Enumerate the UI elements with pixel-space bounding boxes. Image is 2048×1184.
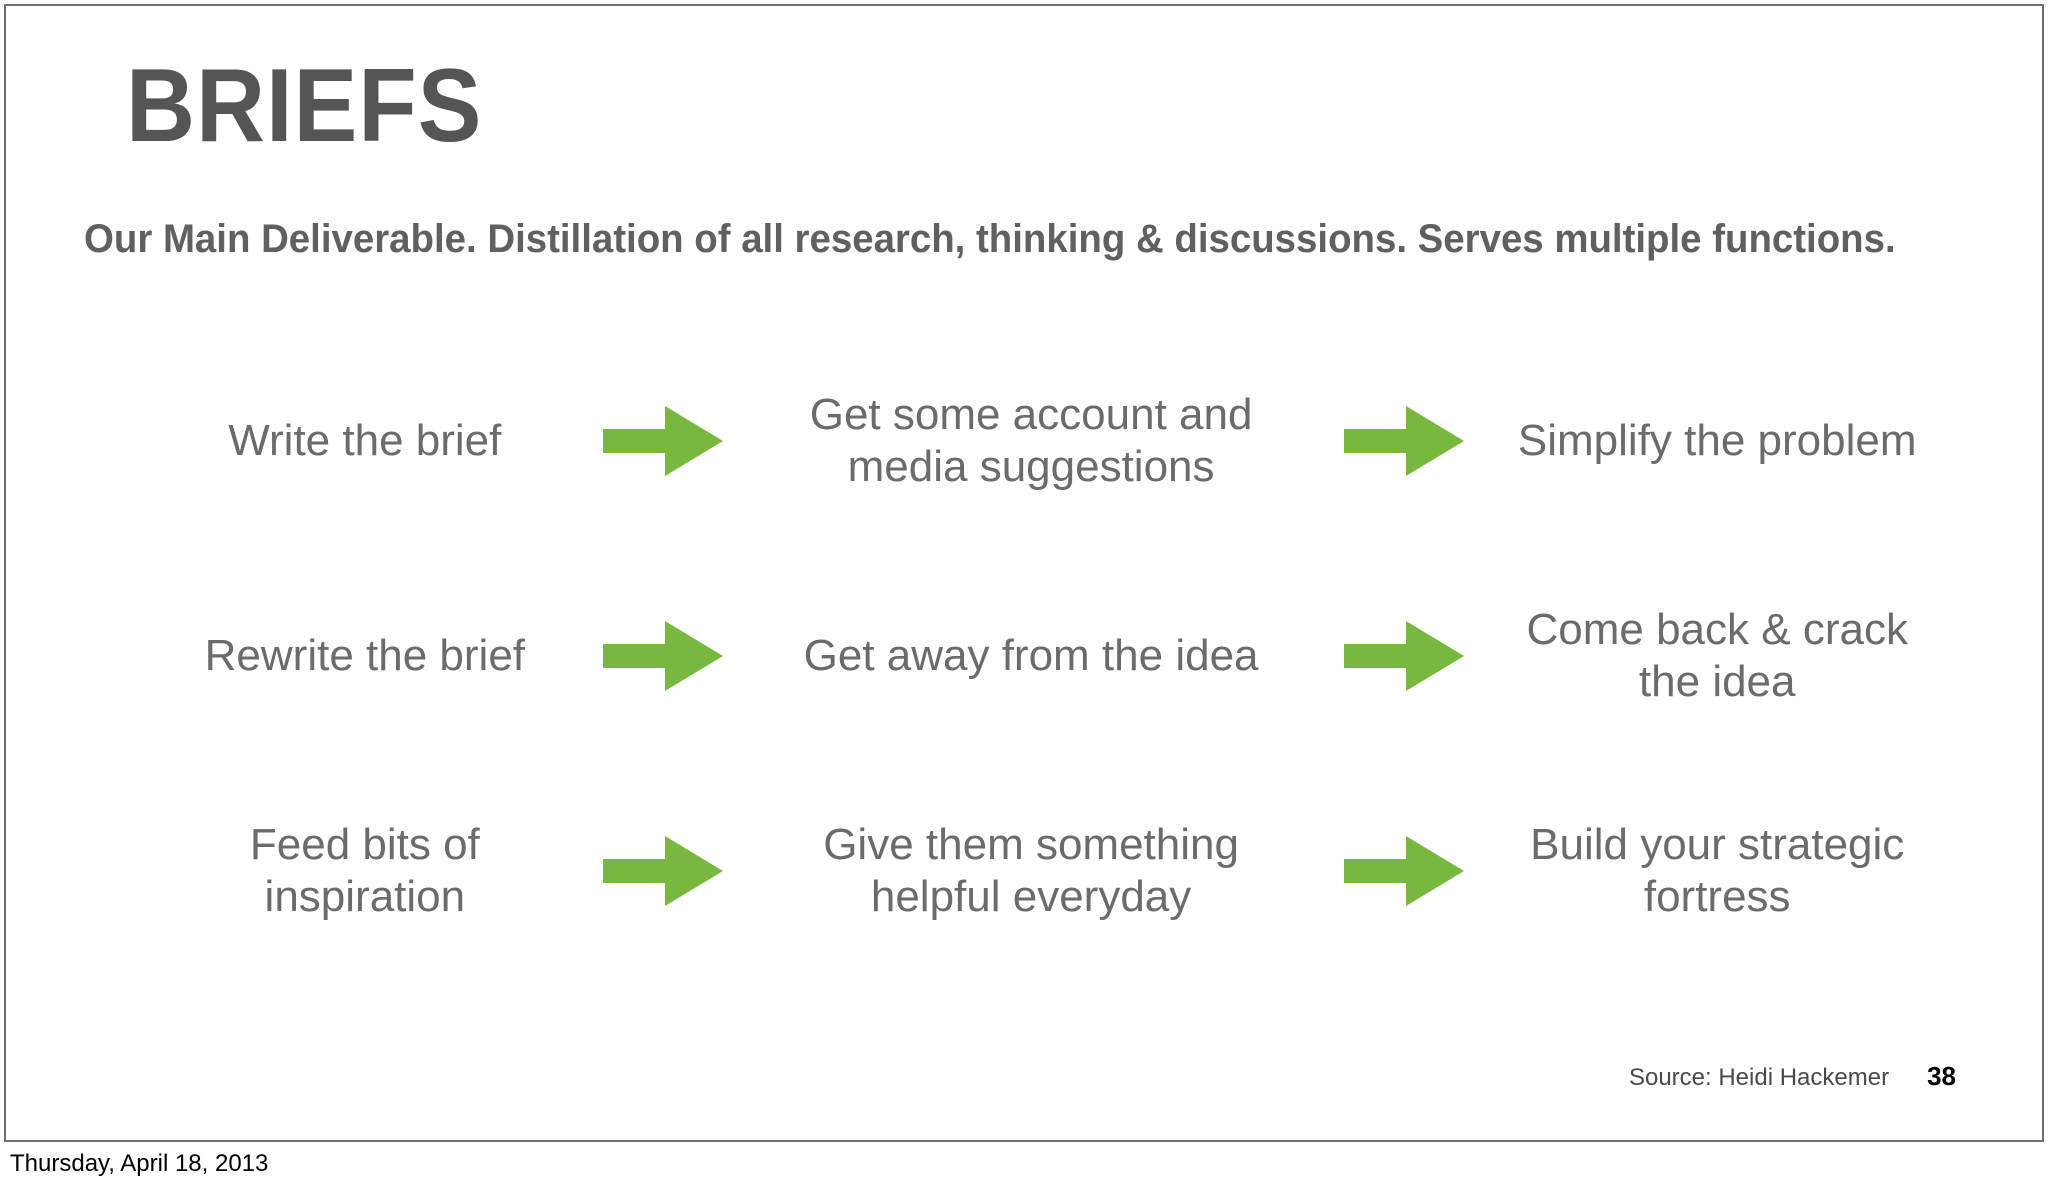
right-arrow-icon <box>603 406 724 476</box>
arrow-slot <box>574 834 753 908</box>
arrow-slot <box>574 619 753 693</box>
right-arrow-icon <box>1343 836 1464 906</box>
flow-row: Rewrite the brief Get away from the idea… <box>156 581 1936 731</box>
process-flow-diagram: Write the brief Get some account and med… <box>156 356 1936 966</box>
right-arrow-icon <box>1343 621 1464 691</box>
flow-step-label: Rewrite the brief <box>204 631 526 681</box>
flow-step-label: Get some account and media suggestions <box>809 390 1253 491</box>
flow-step-label: Feed bits of inspiration <box>249 820 480 921</box>
right-arrow-icon <box>603 836 724 906</box>
date-bar: Thursday, April 18, 2013 <box>0 1146 2048 1184</box>
export-date: Thursday, April 18, 2013 <box>10 1150 269 1177</box>
flow-step-label: Give them something helpful everyday <box>823 820 1239 921</box>
right-arrow-icon <box>1343 406 1464 476</box>
slide-canvas: BRIEFS Our Main Deliverable. Distillatio… <box>4 4 2044 1142</box>
right-arrow-icon <box>603 621 724 691</box>
flow-step-label: Simplify the problem <box>1517 416 1917 466</box>
flow-step-label: Build your strategic fortress <box>1530 820 1905 921</box>
arrow-slot <box>574 404 753 478</box>
flow-row: Write the brief Get some account and med… <box>156 366 1936 516</box>
arrow-slot <box>1310 404 1499 478</box>
page-title: BRIEFS <box>126 48 483 164</box>
page-number: 38 <box>1927 1061 1956 1091</box>
flow-step-label: Come back & crack the idea <box>1526 605 1908 706</box>
flow-row: Feed bits of inspiration Give them somet… <box>156 796 1936 946</box>
flow-step-label: Write the brief <box>228 416 502 466</box>
source-text: Source: Heidi Hackemer <box>1628 1064 1890 1091</box>
flow-step-label: Get away from the idea <box>803 631 1259 681</box>
slide-subtitle: Our Main Deliverable. Distillation of al… <box>84 217 1896 261</box>
arrow-slot <box>1310 834 1499 908</box>
arrow-slot <box>1310 619 1499 693</box>
source-attribution: Source: Heidi Hackemer 38 <box>1629 1061 1956 1092</box>
